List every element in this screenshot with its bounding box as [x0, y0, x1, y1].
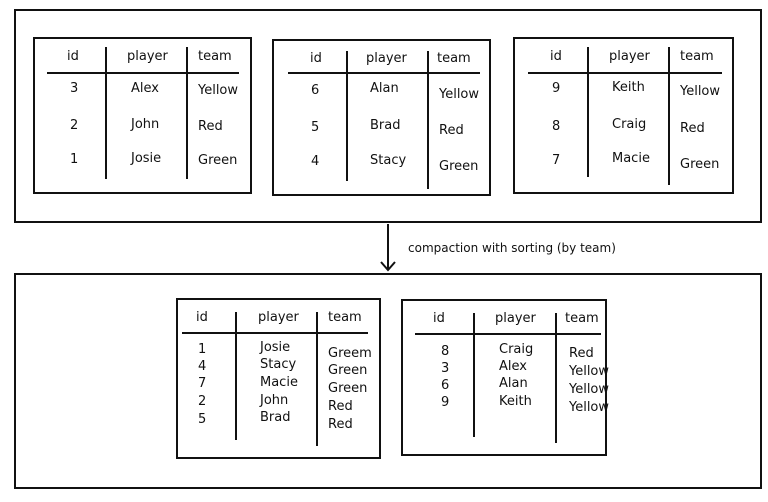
column-divider [427, 51, 429, 189]
header-player: player [127, 49, 168, 64]
cell-player: Josie [260, 340, 291, 355]
cell-id: 3 [441, 361, 450, 376]
column-divider [555, 313, 557, 443]
header-team: team [328, 310, 362, 325]
down-arrow-icon [380, 224, 396, 272]
header-rule [528, 72, 722, 74]
column-divider [668, 47, 670, 185]
cell-id: 5 [311, 120, 320, 135]
cell-id: 3 [70, 81, 79, 96]
cell-team: Yellow [198, 83, 239, 98]
cell-team: Green [328, 363, 368, 378]
header-id: id [550, 49, 562, 64]
after-compaction-container [14, 273, 762, 489]
column-divider [186, 47, 188, 179]
header-team: team [565, 311, 599, 326]
header-id: id [196, 310, 208, 325]
cell-id: 6 [441, 378, 450, 393]
cell-id: 4 [311, 154, 320, 169]
cell-id: 8 [552, 119, 561, 134]
header-rule [47, 72, 239, 74]
cell-id: 5 [198, 412, 207, 427]
cell-player: Alan [499, 376, 528, 391]
cell-id: 7 [552, 153, 561, 168]
cell-team: Yellow [569, 364, 610, 379]
header-rule [182, 332, 368, 334]
cell-player: Craig [499, 342, 534, 357]
cell-player: Josie [131, 151, 162, 166]
header-rule [415, 333, 601, 335]
cell-player: Craig [612, 117, 647, 132]
column-divider [473, 313, 475, 437]
cell-player: Keith [499, 394, 532, 409]
top-table-1: id player team 3 Alex Yellow 2 John Red … [33, 37, 252, 194]
cell-player: Macie [612, 151, 650, 166]
bottom-table-1: id player team 1 Josie Greem 4 Stacy Gre… [176, 298, 381, 459]
header-team: team [198, 49, 232, 64]
before-compaction-container [14, 9, 762, 223]
cell-player: Alex [499, 359, 527, 374]
header-id: id [310, 51, 322, 66]
header-team: team [437, 51, 471, 66]
cell-team: Red [328, 399, 353, 414]
bottom-table-2: id player team 8 Craig Red 3 Alex Yellow… [401, 299, 610, 456]
cell-id: 4 [198, 359, 207, 374]
cell-player: Brad [260, 410, 291, 425]
header-team: team [680, 49, 714, 64]
cell-id: 7 [198, 376, 207, 391]
cell-team: Yellow [680, 84, 721, 99]
cell-player: Macie [260, 375, 298, 390]
header-id: id [67, 49, 79, 64]
cell-player: Alex [131, 81, 159, 96]
cell-player: Stacy [370, 153, 407, 168]
cell-id: 9 [552, 81, 561, 96]
cell-id: 1 [70, 152, 79, 167]
cell-team: Green [439, 159, 479, 174]
cell-team: Yellow [569, 382, 610, 397]
cell-team: Green [680, 157, 720, 172]
top-table-3: id player team 9 Keith Yellow 8 Craig Re… [513, 37, 734, 194]
cell-team: Red [328, 417, 353, 432]
column-divider [346, 51, 348, 181]
cell-player: John [131, 117, 160, 132]
column-divider [235, 312, 237, 440]
cell-team: Green [198, 153, 238, 168]
arrow-label: compaction with sorting (by team) [408, 241, 616, 255]
cell-team: Red [198, 119, 223, 134]
column-divider [587, 47, 589, 177]
cell-id: 2 [198, 394, 207, 409]
header-player: player [258, 310, 299, 325]
column-divider [105, 47, 107, 179]
cell-id: 9 [441, 395, 450, 410]
cell-id: 8 [441, 344, 450, 359]
cell-team: Red [680, 121, 705, 136]
cell-id: 2 [70, 118, 79, 133]
cell-team: Yellow [569, 400, 610, 415]
cell-player: Keith [612, 80, 645, 95]
cell-team: Red [569, 346, 594, 361]
cell-player: Stacy [260, 357, 297, 372]
header-id: id [433, 311, 445, 326]
cell-team: Green [328, 381, 368, 396]
cell-player: John [260, 393, 289, 408]
header-player: player [495, 311, 536, 326]
cell-player: Brad [370, 118, 401, 133]
cell-player: Alan [370, 81, 399, 96]
cell-team: Red [439, 123, 464, 138]
header-player: player [609, 49, 650, 64]
column-divider [316, 312, 318, 446]
top-table-2: id player team 6 Alan Yellow 5 Brad Red … [272, 39, 491, 196]
header-rule [288, 72, 480, 74]
cell-team: Greem [328, 346, 372, 361]
header-player: player [366, 51, 407, 66]
cell-id: 1 [198, 342, 207, 357]
cell-id: 6 [311, 83, 320, 98]
cell-team: Yellow [439, 87, 480, 102]
